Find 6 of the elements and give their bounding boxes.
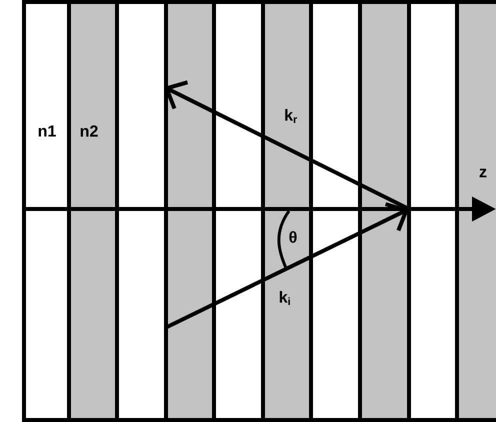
label: n2: [80, 125, 98, 137]
label: n1: [38, 126, 56, 136]
label: z: [480, 168, 486, 178]
label: θ: [289, 231, 297, 243]
label: k$_{r}$: [285, 109, 298, 123]
label: k$_{i}$: [280, 291, 290, 305]
